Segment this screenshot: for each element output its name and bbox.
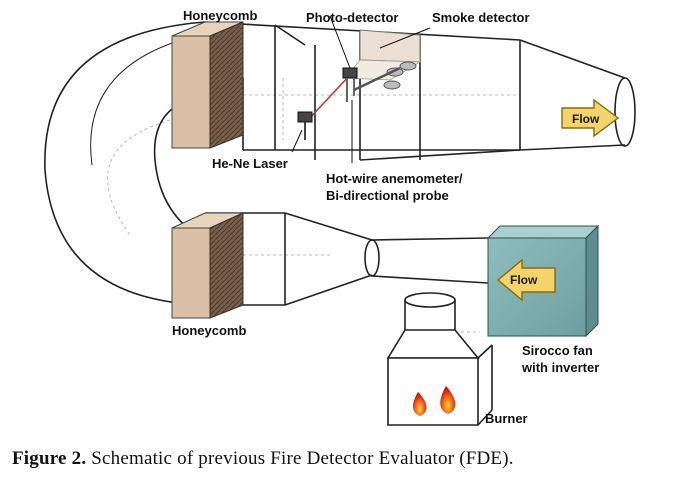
flow-label-fan: Flow	[510, 273, 538, 287]
label-honeycomb-top: Honeycomb	[183, 8, 257, 23]
burner-hood	[386, 329, 493, 426]
photo-detector-icon	[342, 67, 358, 102]
flow-arrow-fan: Flow	[496, 258, 556, 302]
honeycomb-top	[171, 21, 244, 149]
honeycomb-bottom	[171, 212, 244, 319]
optical-measurement	[291, 15, 401, 163]
flame-icon	[413, 386, 456, 416]
label-honeycomb-bottom: Honeycomb	[172, 323, 246, 338]
label-anemometer-line2: Bi-directional probe	[326, 188, 449, 203]
smoke-detector-icon	[344, 27, 431, 90]
caption-prefix: Figure 2.	[12, 448, 87, 469]
flow-arrow-right: Flow	[561, 98, 620, 138]
figure-caption: Figure 2. Schematic of previous Fire Det…	[12, 448, 672, 470]
bottom-duct	[205, 212, 489, 330]
laser-icon	[297, 111, 313, 140]
flow-arrow-icon	[561, 98, 620, 138]
label-anemometer-line1: Hot-wire anemometer/	[326, 171, 463, 186]
label-smoke-detector: Smoke detector	[432, 10, 530, 25]
label-photo-detector: Photo-detector	[306, 10, 398, 25]
flow-arrow-icon	[496, 258, 556, 302]
label-fan-line1: Sirocco fan	[522, 343, 593, 358]
caption-text: Schematic of previous Fire Detector Eval…	[86, 448, 514, 469]
label-he-ne-laser: He-Ne Laser	[212, 156, 288, 171]
label-burner: Burner	[485, 411, 528, 426]
label-fan-line2: with inverter	[521, 360, 599, 375]
flow-label-right: Flow	[572, 112, 600, 126]
